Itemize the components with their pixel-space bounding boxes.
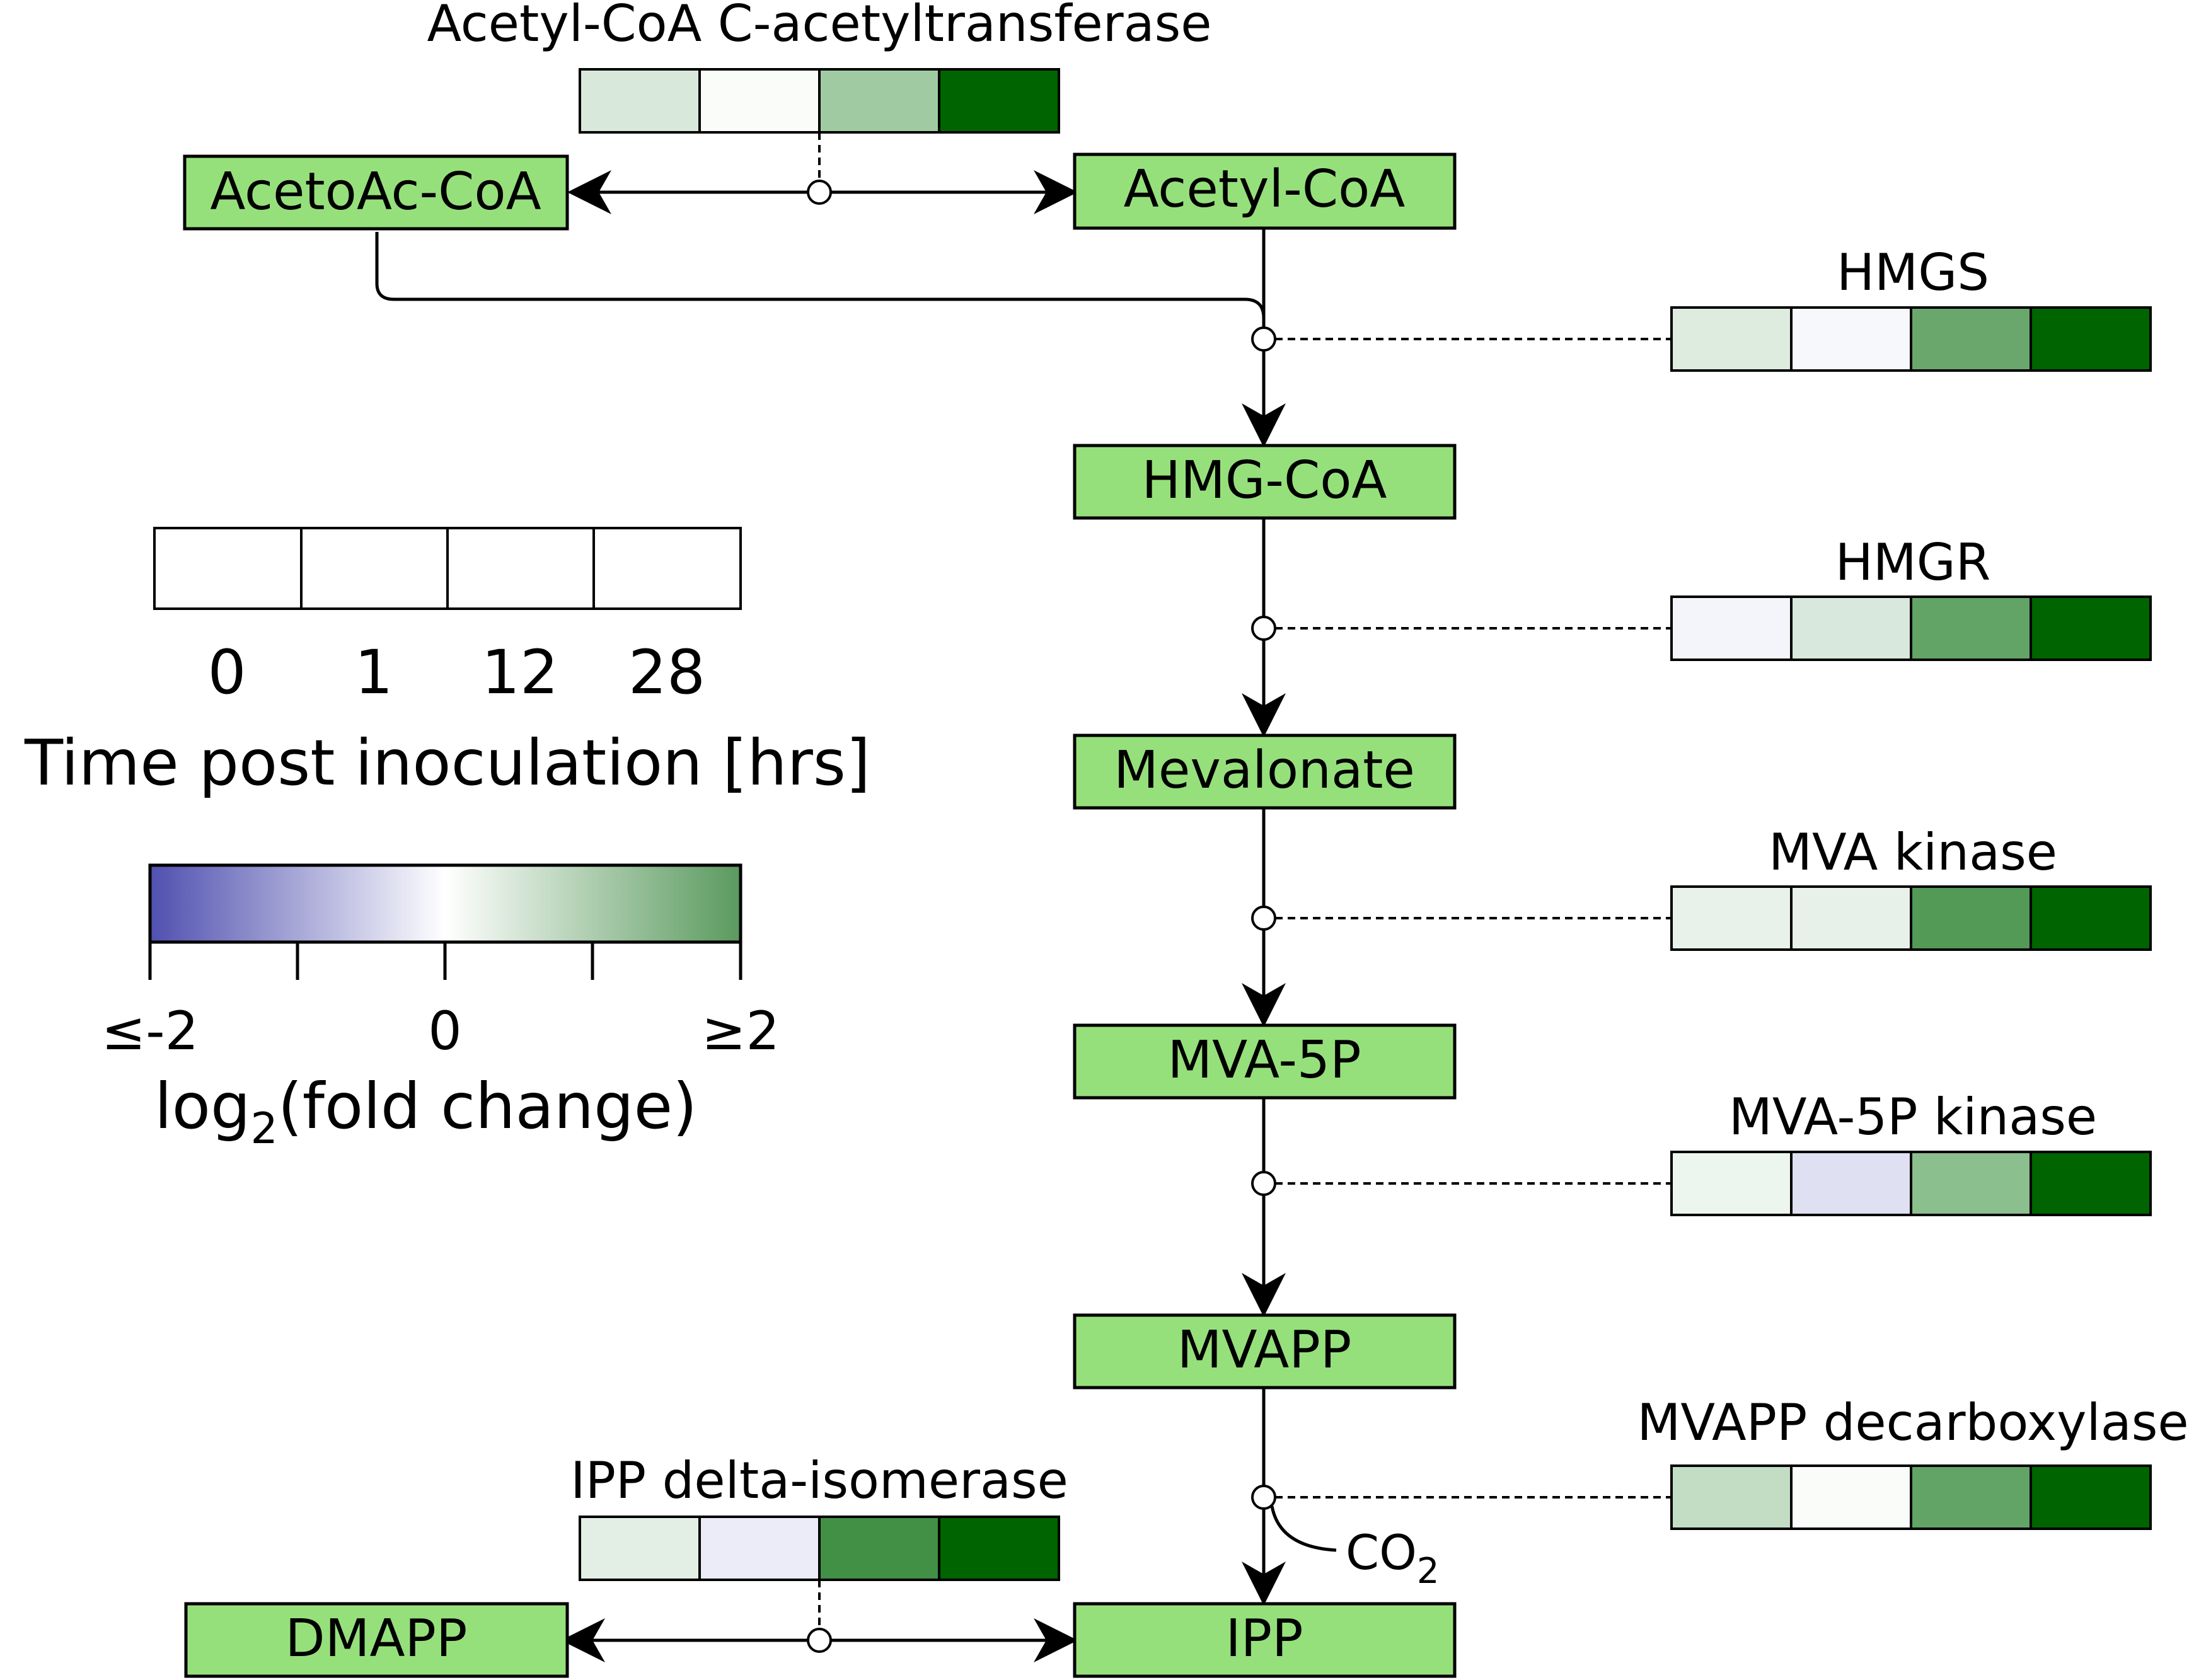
scale-title-rest: (fold change) (278, 1069, 697, 1143)
heatmap-acat (579, 68, 1060, 134)
scale-tick-max: ≥2 (702, 1000, 780, 1062)
heatmap-cell-mvapp-decarboxylase-1 (1790, 1464, 1912, 1530)
mva5pk-junction (1251, 1171, 1276, 1196)
scale-legend-title: log2(fold change) (154, 1069, 697, 1154)
heatmap-hmgs (1670, 306, 2152, 372)
heatmap-cell-mva-kinase-3 (2030, 885, 2152, 951)
reaction-junctions (807, 180, 1276, 1653)
node-mevalonate: Mevalonate (1073, 734, 1457, 810)
heatmap-mvapp-decarboxylase (1670, 1464, 2152, 1530)
node-acetyl-coa: Acetyl-CoA (1073, 152, 1457, 230)
heatmap-cell-mvapp-decarboxylase-2 (1910, 1464, 2032, 1530)
enzyme-ipp-isomerase-label: IPP delta-isomerase (570, 1451, 1068, 1510)
node-mvapp: MVAPP (1073, 1313, 1457, 1389)
heatmap-cell-acat-3 (938, 68, 1060, 134)
heatmap-cell-acat-2 (818, 68, 940, 134)
scale-title-log: log (154, 1069, 250, 1143)
time-point-1: 1 (354, 637, 393, 708)
heatmap-cell-mvapp-decarboxylase-0 (1670, 1464, 1793, 1530)
node-ipp-label: IPP (1225, 1609, 1303, 1669)
color-scale-legend: ≤-2 0 ≥2 log2(fold change) (101, 863, 780, 1154)
co2-subscript: 2 (1417, 1551, 1440, 1592)
scale-tick-zero: 0 (428, 1000, 461, 1062)
hmgr-junction (1251, 616, 1276, 641)
enzyme-connectors (818, 132, 1670, 1629)
node-acetyl-coa-label: Acetyl-CoA (1124, 159, 1406, 219)
heatmap-cell-mva-kinase-0 (1670, 885, 1793, 951)
color-scale-bar (148, 863, 742, 944)
heatmap-cell-hmgr-1 (1790, 595, 1912, 661)
time-point-0: 0 (207, 637, 246, 708)
heatmap-cell-acat-1 (698, 68, 821, 134)
node-mva-5p-label: MVA-5P (1167, 1030, 1361, 1090)
co2-label: CO2 (1346, 1524, 1440, 1592)
heatmap-ipp-isomerase (579, 1516, 1060, 1581)
scale-title-sub: 2 (250, 1104, 277, 1154)
heatmap-cell-mva5p-kinase-0 (1670, 1151, 1793, 1216)
node-mva-5p: MVA-5P (1073, 1023, 1457, 1100)
pathway-connectors (375, 170, 1337, 1662)
enzyme-heatmaps (579, 68, 2152, 1581)
heatmap-mva-kinase (1670, 885, 2152, 951)
enzyme-hmgr-label: HMGR (1835, 533, 1991, 592)
enzyme-hmgs-label: HMGS (1837, 243, 1989, 302)
node-mvapp-label: MVAPP (1177, 1320, 1352, 1380)
heatmap-hmgr (1670, 595, 2152, 661)
node-mevalonate-label: Mevalonate (1114, 740, 1415, 800)
time-legend: 0 1 12 28 Time post inoculation [hrs] (24, 527, 870, 800)
mvak-junction (1251, 906, 1276, 931)
heatmap-cell-hmgs-0 (1670, 306, 1793, 372)
heatmap-cell-ipp-isomerase-2 (818, 1516, 940, 1581)
co2-branch-line (1270, 1505, 1337, 1552)
node-dmapp: DMAPP (184, 1602, 569, 1678)
heatmap-cell-mva5p-kinase-2 (1910, 1151, 2032, 1216)
node-hmg-coa: HMG-CoA (1073, 444, 1457, 520)
metabolite-nodes: AcetoAc-CoA Acetyl-CoA HMG-CoA Mevalonat… (183, 152, 1457, 1678)
time-point-3: 28 (628, 637, 705, 708)
node-ipp: IPP (1073, 1602, 1457, 1678)
heatmap-cell-acat-0 (579, 68, 701, 134)
enzyme-mva5p-kinase-label: MVA-5P kinase (1729, 1088, 2097, 1146)
enzyme-mvapp-decarboxylase-label: MVAPP decarboxylase (1637, 1393, 2188, 1452)
heatmap-cell-hmgs-3 (2030, 306, 2152, 372)
enzyme-acat-label: Acetyl-CoA C-acetyltransferase (427, 0, 1211, 53)
enzyme-mva-kinase-label: MVA kinase (1769, 823, 2057, 882)
heatmap-cell-ipp-isomerase-0 (579, 1516, 701, 1581)
acetoacetyl-to-hmgs-line (375, 232, 1266, 331)
time-legend-title: Time post inoculation [hrs] (24, 726, 870, 800)
hmgs-junction (1251, 326, 1276, 352)
node-acetoacetyl-coa: AcetoAc-CoA (183, 154, 569, 231)
heatmap-cell-mva-kinase-2 (1910, 885, 2032, 951)
node-dmapp-label: DMAPP (286, 1609, 468, 1669)
heatmap-cell-ipp-isomerase-1 (698, 1516, 821, 1581)
heatmap-cell-hmgr-0 (1670, 595, 1793, 661)
color-scale-ticks (148, 942, 742, 980)
heatmap-cell-hmgs-2 (1910, 306, 2032, 372)
heatmap-cell-hmgs-1 (1790, 306, 1912, 372)
heatmap-cell-hmgr-3 (2030, 595, 2152, 661)
heatmap-cell-hmgr-2 (1910, 595, 2032, 661)
heatmap-cell-mva5p-kinase-1 (1790, 1151, 1912, 1216)
heatmap-cell-mva-kinase-1 (1790, 885, 1912, 951)
co2-text: CO (1346, 1524, 1417, 1580)
scale-tick-min: ≤-2 (101, 1000, 199, 1062)
node-acetoacetyl-coa-label: AcetoAc-CoA (210, 162, 541, 222)
heatmap-cell-mva5p-kinase-3 (2030, 1151, 2152, 1216)
heatmap-cell-mvapp-decarboxylase-3 (2030, 1464, 2152, 1530)
heatmap-cell-ipp-isomerase-3 (938, 1516, 1060, 1581)
time-point-2: 12 (482, 637, 558, 708)
node-hmg-coa-label: HMG-CoA (1141, 451, 1387, 510)
ipp-isomerase-junction (807, 1628, 832, 1653)
enzyme-labels: Acetyl-CoA C-acetyltransferase HMGS HMGR… (427, 0, 2188, 1510)
acat-junction (807, 180, 832, 205)
decarb-junction (1251, 1485, 1276, 1510)
heatmap-mva5p-kinase (1670, 1151, 2152, 1216)
